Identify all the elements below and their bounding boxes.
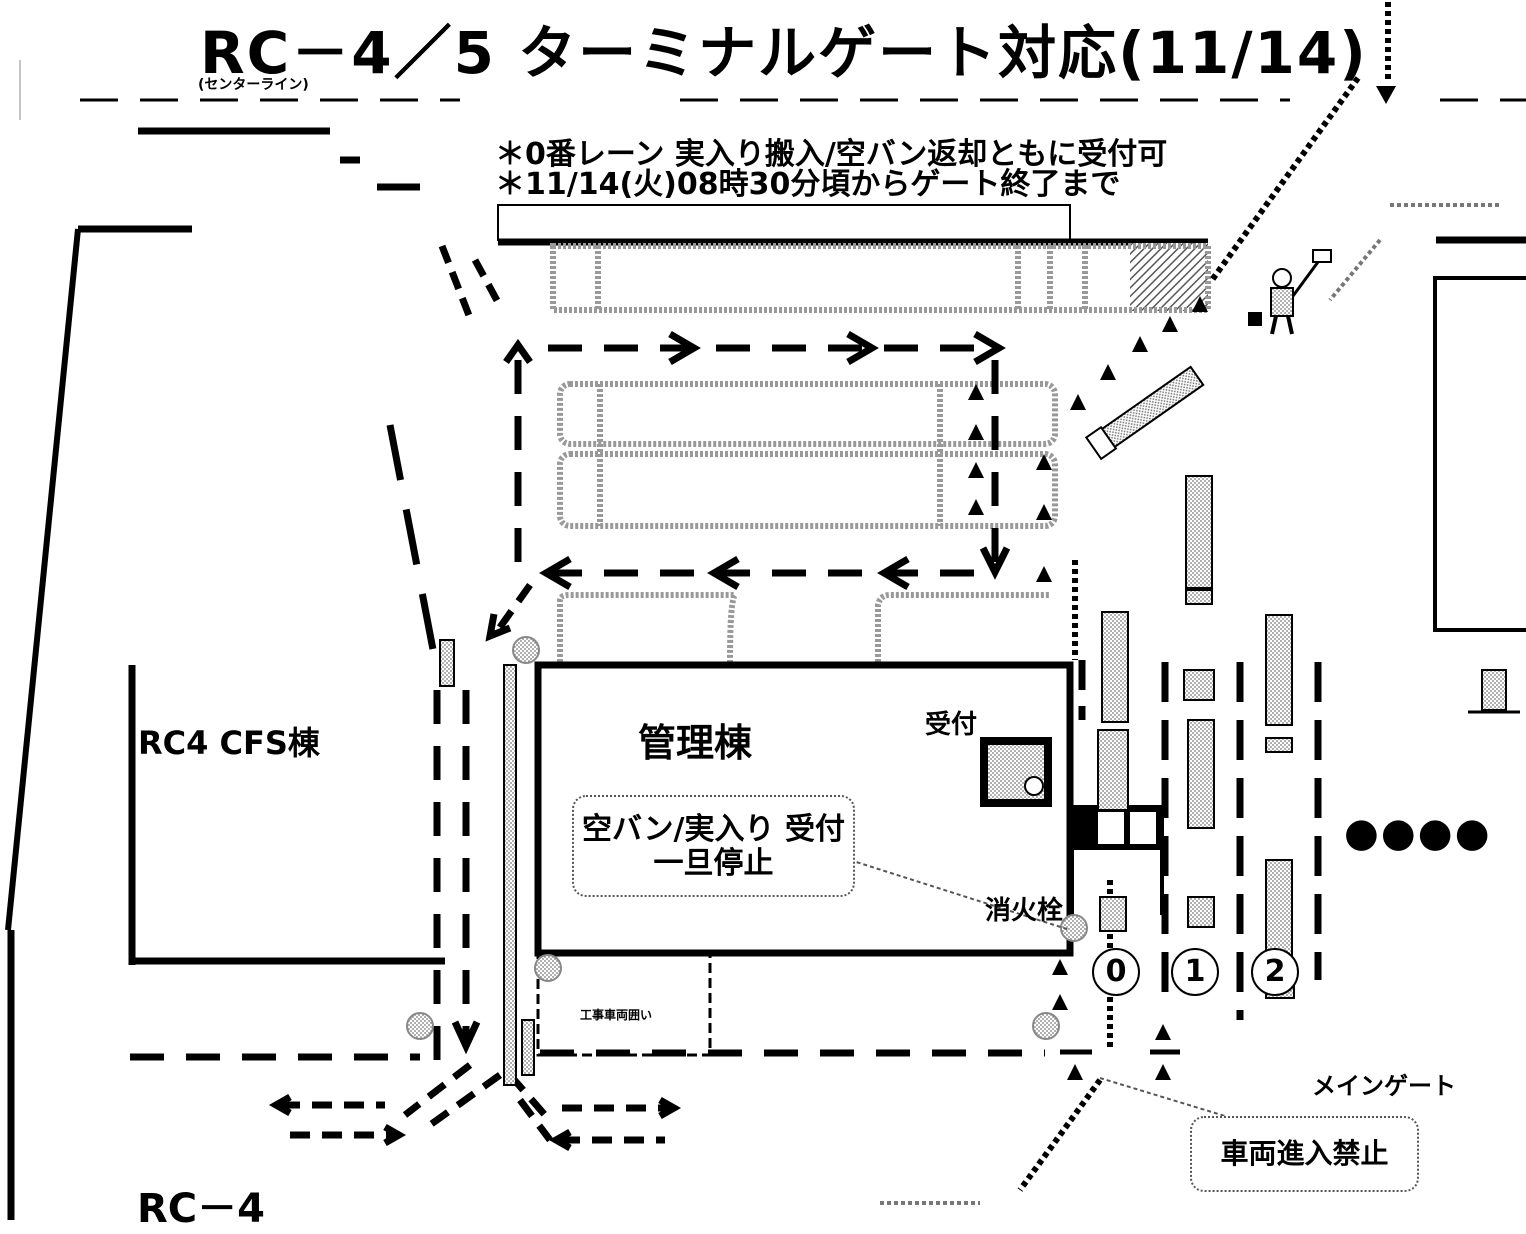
rc4-cfs-building [128,665,445,965]
reception-label: 受付 [925,710,978,740]
cone-icons [406,636,1088,1040]
road-marks [78,127,1526,244]
rc4-label: RC－4 [137,1186,265,1232]
boundary-line [5,228,81,931]
construction-label: 工事車両囲い [580,1008,653,1022]
right-building [1433,276,1526,632]
admin-building-label: 管理棟 [638,721,753,765]
callout-pointers [849,859,1226,1117]
more-lanes-indicator: ●●●● [1344,810,1492,856]
lane-2-marker: 2 [1251,948,1299,996]
construction-fence [536,953,712,1057]
parking-areas [550,243,1211,663]
center-line-label: (センターライン) [198,77,309,93]
lane-0-marker: 0 [1092,948,1140,996]
booth-icon [1468,669,1520,714]
stop-callout: 空バン/実入り 受付 一旦停止 [572,795,855,897]
hydrant-label: 消火栓 [985,896,1064,926]
flow-arrows [130,244,1322,1152]
lane-1-marker: 1 [1171,948,1219,996]
stop-callout-line-1: 空バン/実入り 受付 [582,812,845,847]
rc4-cfs-label: RC4 CFS棟 [138,724,320,762]
notice-line-2: ＊11/14(火)08時30分頃からゲート終了まで [495,167,1121,202]
truck-icon [1084,365,1205,461]
stop-callout-line-2: 一旦停止 [653,846,774,881]
notice-box [497,204,1071,241]
notice-line-1: ＊0番レーン 実入り搬入/空バン返却ともに受付可 [495,137,1168,172]
reception-booth [980,737,1052,807]
main-gate-label: メインゲート [1312,1072,1456,1100]
page-title: RC－4／5 ターミナルゲート対応(11/14) [200,19,1368,87]
flagman-icon [1248,249,1332,335]
no-entry-callout: 車両進入禁止 [1190,1116,1419,1192]
vehicle-markers [968,86,1396,1080]
